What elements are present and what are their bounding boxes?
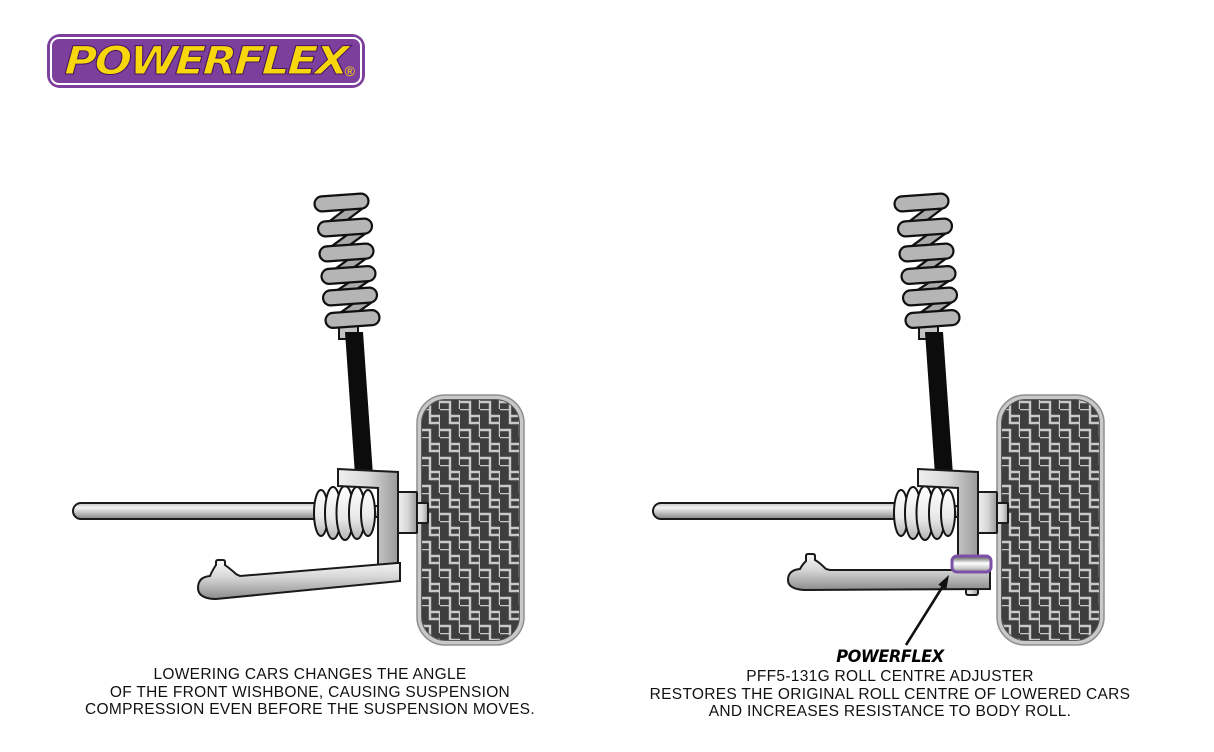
tire (416, 394, 525, 646)
right-diagram-caption: POWERFLEX PFF5-131G ROLL CENTRE ADJUSTER… (640, 647, 1140, 721)
logo-keyline: POWERFLEX ® (50, 37, 362, 85)
right-suspension-diagram (652, 192, 1105, 646)
strut-shaft (345, 332, 373, 475)
adjuster-pointer-arrow (904, 575, 949, 646)
wishbone (786, 553, 991, 591)
registered-trademark-icon: ® (344, 63, 355, 79)
powerflex-brand-label: POWERFLEX (836, 647, 944, 667)
axle-stub (977, 491, 1009, 534)
cv-boot (313, 485, 376, 541)
caption-line: RESTORES THE ORIGINAL ROLL CENTRE OF LOW… (649, 685, 1131, 703)
coil-spring (313, 192, 381, 329)
caption-line: PFF5-131G ROLL CENTRE ADJUSTER (746, 668, 1034, 685)
tire (996, 394, 1105, 646)
roll-centre-adjuster-bushing (950, 554, 993, 574)
powerflex-logo-text: POWERFLEX (63, 38, 349, 84)
caption-line: COMPRESSION EVEN BEFORE THE SUSPENSION M… (85, 701, 535, 718)
caption-line: LOWERING CARS CHANGES THE ANGLE (153, 666, 467, 683)
coil-spring (893, 192, 961, 329)
caption-line: OF THE FRONT WISHBONE, CAUSING SUSPENSIO… (109, 683, 511, 701)
axle-stub (397, 491, 429, 534)
powerflex-logo: POWERFLEX ® (47, 34, 365, 88)
caption-line: AND INCREASES RESISTANCE TO BODY ROLL. (708, 703, 1072, 720)
left-suspension-diagram (72, 192, 525, 646)
strut-shaft (925, 332, 953, 475)
left-diagram-caption: LOWERING CARS CHANGES THE ANGLE OF THE F… (60, 666, 560, 719)
wishbone (196, 559, 401, 600)
cv-boot (893, 485, 956, 541)
